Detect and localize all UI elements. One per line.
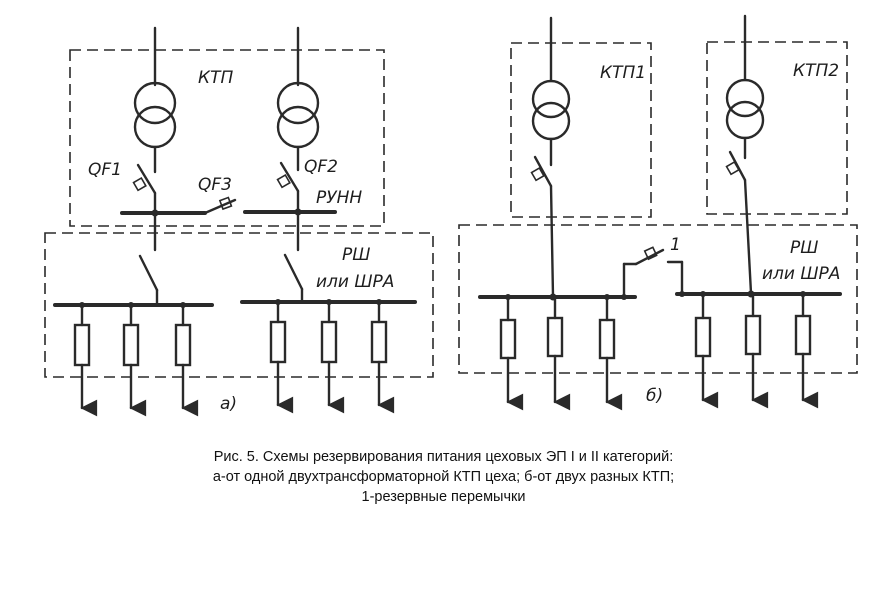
feeder-group-a	[73, 299, 395, 417]
part-b-diagram: КТП1 КТП2 1 РШ или ШРА б)	[458, 14, 858, 411]
label-shra-b: или ШРА	[762, 264, 840, 284]
rsh-boundary-a	[44, 232, 434, 378]
label-part-b: б)	[646, 386, 663, 406]
caption-line-2: а-от одной двухтрансформаторной КТП цеха…	[212, 469, 675, 485]
label-part-a: а)	[220, 394, 237, 414]
ktp-boundary	[69, 49, 385, 227]
transformer-ktp2	[725, 78, 765, 118]
transformer-1	[133, 81, 177, 125]
label-shra-a: или ШРА	[316, 272, 394, 292]
part-a-diagram: КТП QF1 QF2 QF3 РУНН РШ или ШРА а)	[44, 26, 434, 417]
label-rsh-b: РШ	[790, 238, 818, 258]
label-jumper: 1	[670, 235, 681, 255]
qf2-breaker	[279, 161, 300, 193]
label-ktp2: КТП2	[793, 61, 839, 81]
label-qf2: QF2	[304, 157, 338, 177]
feeder-group-b	[499, 291, 819, 411]
label-ktp: КТП	[198, 68, 233, 88]
label-ktp1: КТП1	[600, 63, 646, 83]
reserve-jumper	[621, 246, 685, 300]
caption-line-3: 1-резервные перемычки	[361, 489, 526, 505]
transformer-ktp1	[531, 79, 571, 119]
label-qf1: QF1	[88, 160, 122, 180]
ktp1-boundary	[510, 42, 652, 218]
transformer-2	[276, 81, 320, 125]
label-rsh-a: РШ	[342, 245, 370, 265]
caption-line-1: Рис. 5. Схемы резервирования питания цех…	[213, 449, 674, 465]
qf1-breaker	[136, 163, 157, 195]
label-qf3: QF3	[198, 175, 232, 195]
label-runn: РУНН	[316, 188, 362, 208]
ktp2-boundary	[706, 41, 848, 215]
